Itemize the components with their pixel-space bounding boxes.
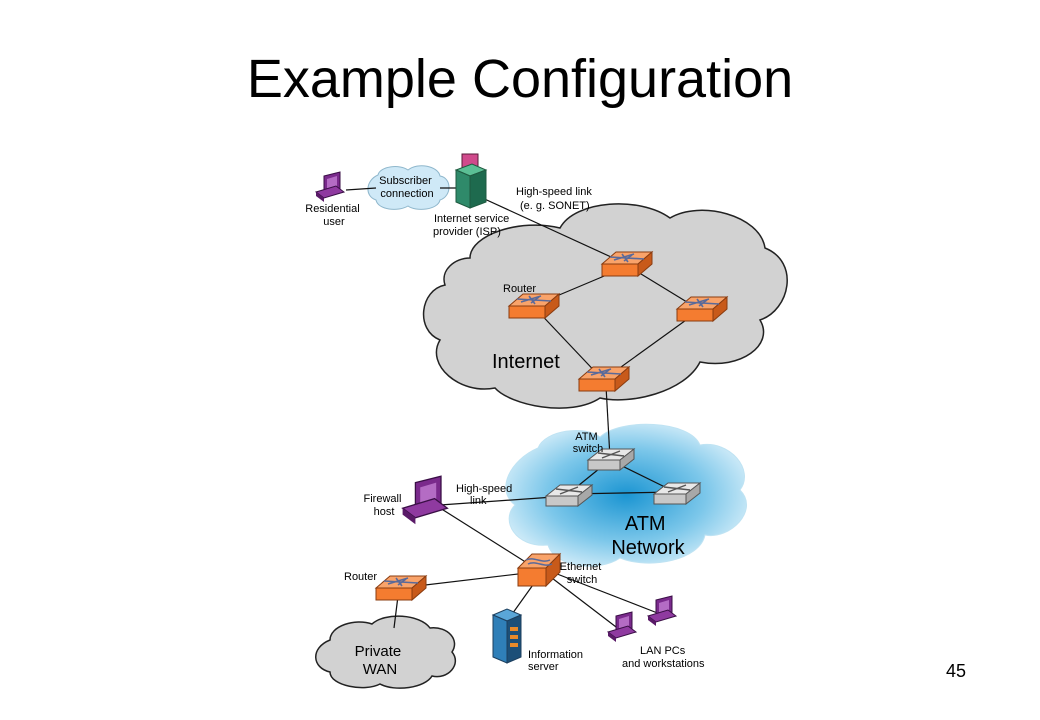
information-server-label: Information server	[528, 649, 586, 673]
information-server-icon	[491, 608, 523, 664]
lan-pc-icon	[607, 611, 637, 643]
private-wan-cloud	[315, 615, 457, 689]
slide-title: Example Configuration	[246, 49, 794, 109]
internet-cloud	[423, 203, 788, 409]
isp-server-icon	[454, 153, 488, 209]
firewall-host-computer-icon	[401, 475, 449, 525]
atm-switch-label: ATM switch	[573, 431, 604, 455]
lan-pcs-label: LAN PCs and workstations	[622, 645, 705, 670]
isp-label: Internet service provider (ISP)	[433, 213, 512, 238]
internet-label: Internet	[492, 351, 560, 373]
firewall-host-label: Firewall host	[364, 493, 405, 518]
atm-network-cloud	[505, 423, 747, 567]
residential-user-label: Residential user	[305, 203, 362, 228]
router-label: Router	[344, 571, 377, 583]
private-wan-label: Private WAN	[355, 643, 406, 678]
ethernet-switch-icon	[516, 552, 562, 588]
subscriber-connection-label: Subscriber connection	[379, 175, 435, 200]
router-icon	[375, 575, 427, 601]
router-label: Router	[503, 283, 536, 295]
slide-number: 45	[946, 661, 967, 681]
residential-computer-icon	[315, 171, 345, 203]
ethernet-switch-label: Ethernet switch	[560, 561, 605, 586]
atm-network-label: ATM Network	[611, 513, 685, 559]
high-speed-link-sonet-label: High-speed link (e. g. SONET)	[516, 186, 595, 212]
subscriber-connection-cloud	[367, 165, 450, 210]
high-speed-link-label: High-speed link	[456, 483, 515, 507]
